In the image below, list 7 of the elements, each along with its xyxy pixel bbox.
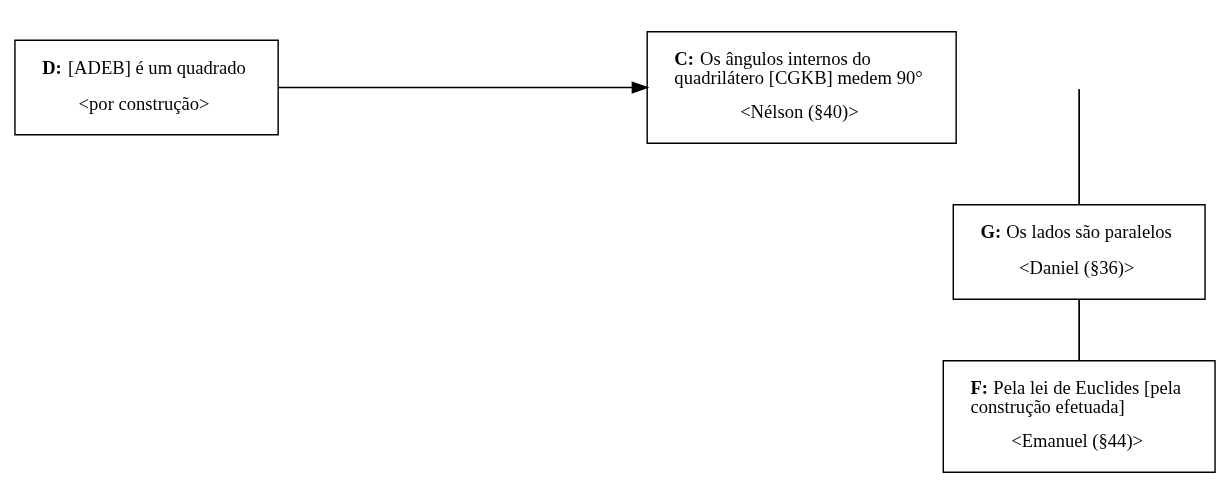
node-box: G: Os lados são paralelos <Daniel (§36)>: [952, 204, 1206, 300]
node-box: C: Os ângulos internos do quadrilátero [CGKB] medem 90° <Nélson (§40)>: [646, 31, 957, 144]
connector: [1078, 298, 1080, 362]
node-box: F: Pela lei de Euclides [pela construção efetuada] <Emanuel (§44)>: [942, 360, 1216, 473]
connector: [1078, 88, 1080, 206]
node-box: D: [ADEB] é um quadrado <por construção>: [14, 39, 279, 136]
arrow: [277, 81, 650, 94]
